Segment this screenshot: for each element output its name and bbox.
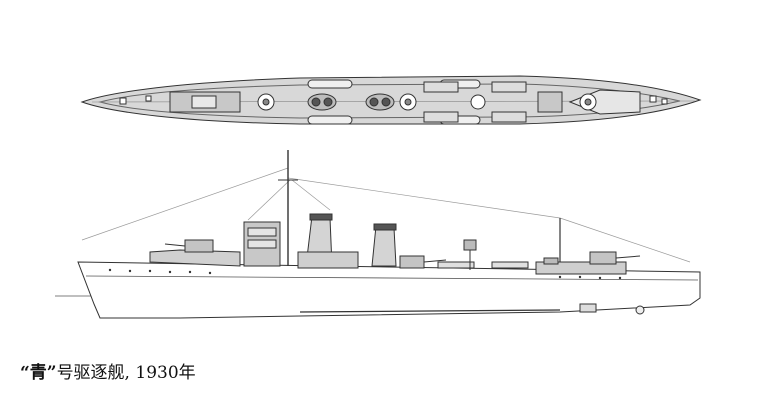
profile-aft-gun [589,251,617,265]
caption-descriptor: 号驱逐舰, [56,363,130,383]
caption: “青”号驱逐舰, 1930年 [20,358,196,383]
profile-rudder [579,303,597,313]
profile-midship-gun [399,255,425,269]
plan-torpedo-tubes-1 [423,81,459,93]
profile-torpedo-tubes-1 [437,261,475,269]
plan-torpedo-tubes-2 [491,81,527,93]
caption-ship-name: “青” [20,363,57,383]
profile-view [55,150,701,319]
profile-torpedo-tubes-2 [491,261,529,269]
profile-hull [77,261,701,319]
caption-year: 1930年 [135,363,196,383]
plan-aft-superstructure [537,91,563,113]
plan-view [80,75,702,125]
profile-funnel-2 [371,225,397,267]
profile-forward-gun [184,239,214,253]
profile-aft-deckhouse [535,261,627,275]
rigging [81,167,691,263]
